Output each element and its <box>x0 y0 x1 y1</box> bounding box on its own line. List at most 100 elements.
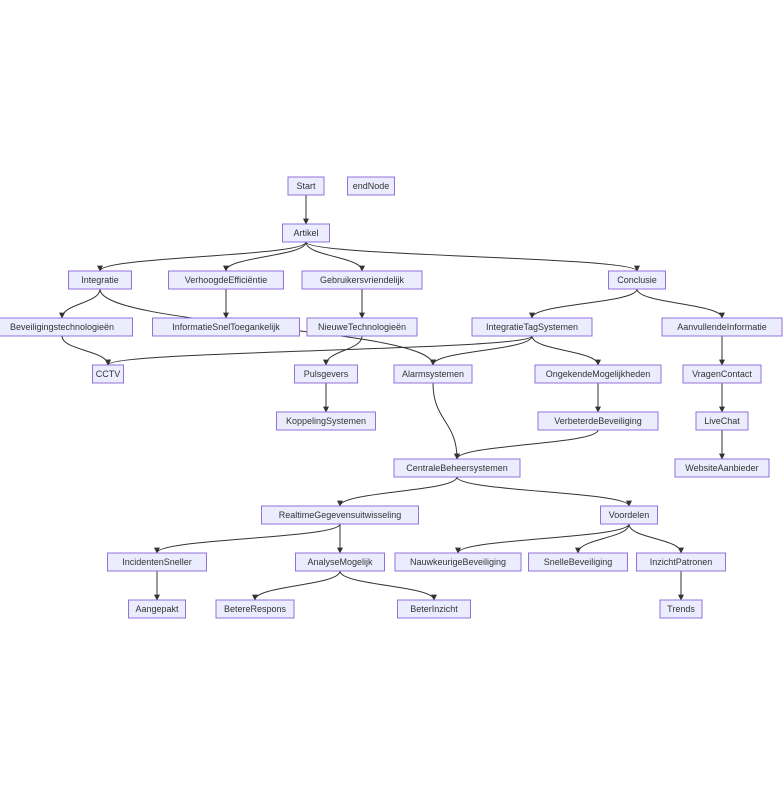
node-realtime: RealtimeGegevensuitwisseling <box>261 505 419 525</box>
node-label: BetereRespons <box>224 604 287 614</box>
edge-beveiligingstech-to-cctv <box>61 335 111 366</box>
node-beterinzicht: BeterInzicht <box>397 599 471 619</box>
edges-layer <box>59 195 725 601</box>
node-box <box>347 176 395 196</box>
node-voordelen: Voordelen <box>600 505 658 525</box>
node-start: Start <box>287 176 325 196</box>
edge-voordelen-to-inzicht <box>628 523 684 554</box>
node-box <box>107 552 207 572</box>
node-box <box>393 458 521 478</box>
node-label: RealtimeGegevensuitwisseling <box>279 510 402 520</box>
node-label: Trends <box>667 604 695 614</box>
node-pulsgevers: Pulsgevers <box>294 364 358 384</box>
node-box <box>394 552 522 572</box>
node-label: IncidentenSneller <box>122 557 192 567</box>
edge-analyse-to-beterinzicht <box>339 570 437 601</box>
node-label: Pulsgevers <box>304 369 349 379</box>
node-label: Beveiligingstechnologieën <box>10 322 114 332</box>
edge-centrale-to-realtime <box>337 476 458 507</box>
node-box <box>276 411 376 431</box>
edge-conclusie-to-integratietag <box>529 288 638 319</box>
node-label: BeterInzicht <box>410 604 458 614</box>
node-box <box>661 317 783 337</box>
node-trends: Trends <box>659 599 703 619</box>
node-vragencontact: VragenContact <box>682 364 762 384</box>
node-label: CCTV <box>96 369 121 379</box>
node-artikel: Artikel <box>282 223 330 243</box>
node-box <box>92 364 124 384</box>
node-label: IntegratieTagSystemen <box>486 322 578 332</box>
node-box <box>674 458 770 478</box>
node-analyse: AnalyseMogelijk <box>295 552 385 572</box>
node-label: VerhoogdeEfficiëntie <box>185 275 267 285</box>
node-label: KoppelingSystemen <box>286 416 366 426</box>
node-label: VerbeterdeBeveiliging <box>554 416 642 426</box>
edge-integratietag-to-ongekende <box>531 335 601 366</box>
edge-alarmsystemen-to-centrale <box>432 382 460 460</box>
node-box <box>608 270 666 290</box>
node-box <box>393 364 473 384</box>
node-box <box>168 270 284 290</box>
edge-nieuwetech-to-pulsgevers <box>323 335 363 366</box>
node-incidenten: IncidentenSneller <box>107 552 207 572</box>
node-livechat: LiveChat <box>695 411 749 431</box>
node-nieuwetech: NieuweTechnologieën <box>306 317 418 337</box>
node-box <box>301 270 423 290</box>
edge-realtime-to-incidenten <box>154 523 341 554</box>
node-cctv: CCTV <box>92 364 124 384</box>
edge-integratietag-to-alarmsystemen <box>430 335 533 366</box>
node-inzicht: InzichtPatronen <box>636 552 726 572</box>
node-centrale: CentraleBeheersystemen <box>393 458 521 478</box>
edge-artikel-to-gebruikers <box>305 241 365 272</box>
node-box <box>695 411 749 431</box>
node-label: AnalyseMogelijk <box>307 557 373 567</box>
node-snelle: SnelleBeveiliging <box>528 552 628 572</box>
node-nauwkeurige: NauwkeurigeBeveiliging <box>394 552 522 572</box>
node-beveiligingstech: Beveiligingstechnologieën <box>0 317 133 337</box>
node-label: NauwkeurigeBeveiliging <box>410 557 506 567</box>
edge-conclusie-to-aanvullende <box>636 288 725 319</box>
node-label: SnelleBeveiliging <box>544 557 613 567</box>
node-box <box>152 317 300 337</box>
node-integratie: Integratie <box>68 270 132 290</box>
node-box <box>471 317 593 337</box>
node-label: InformatieSnelToegankelijk <box>172 322 280 332</box>
node-box <box>306 317 418 337</box>
node-endnode: endNode <box>347 176 395 196</box>
node-box <box>397 599 471 619</box>
node-label: endNode <box>353 181 390 191</box>
node-integratietag: IntegratieTagSystemen <box>471 317 593 337</box>
node-aanvullende: AanvullendeInformatie <box>661 317 783 337</box>
node-box <box>534 364 662 384</box>
node-box <box>287 176 325 196</box>
edge-analyse-to-betererespons <box>252 570 341 601</box>
node-box <box>215 599 295 619</box>
node-label: Alarmsystemen <box>402 369 464 379</box>
node-box <box>682 364 762 384</box>
node-box <box>282 223 330 243</box>
node-label: WebsiteAanbieder <box>685 463 758 473</box>
node-label: Integratie <box>81 275 119 285</box>
edge-voordelen-to-snelle <box>575 523 630 554</box>
node-betererespons: BetereRespons <box>215 599 295 619</box>
node-label: Artikel <box>293 228 318 238</box>
node-box <box>0 317 133 337</box>
edge-artikel-to-conclusie <box>305 241 640 272</box>
node-alarmsystemen: Alarmsystemen <box>393 364 473 384</box>
node-gebruikers: Gebruikersvriendelijk <box>301 270 423 290</box>
node-box <box>128 599 186 619</box>
node-label: Conclusie <box>617 275 657 285</box>
node-label: InzichtPatronen <box>650 557 713 567</box>
node-websiteaanbieder: WebsiteAanbieder <box>674 458 770 478</box>
node-box <box>537 411 659 431</box>
edge-voordelen-to-nauwkeurige <box>455 523 630 554</box>
edge-centrale-to-voordelen <box>456 476 632 507</box>
edge-integratietag-to-cctv <box>105 335 533 366</box>
node-ongekende: OngekendeMogelijkheden <box>534 364 662 384</box>
node-label: CentraleBeheersystemen <box>406 463 508 473</box>
node-box <box>261 505 419 525</box>
node-box <box>600 505 658 525</box>
node-label: AanvullendeInformatie <box>677 322 767 332</box>
node-label: Aangepakt <box>135 604 179 614</box>
